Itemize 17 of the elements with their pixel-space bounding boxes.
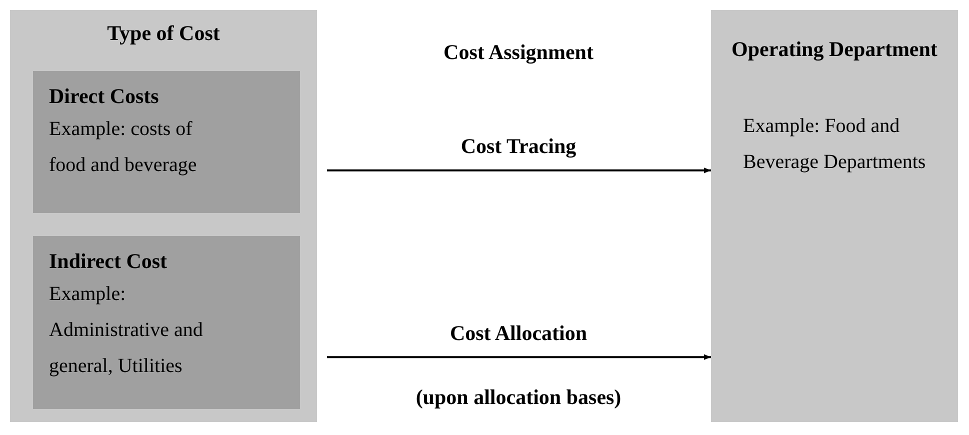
example-text: Example: Administrative and general, Utilities	[49, 282, 204, 379]
heading: Operating Department	[731, 36, 938, 63]
arrow	[327, 168, 711, 174]
edge-label: Cost Tracing	[460, 134, 578, 160]
department-panel	[711, 10, 958, 422]
edge-label: Cost Allocation	[448, 321, 588, 346]
example-text: Example: costs of food and beverage	[49, 117, 198, 178]
arrow	[327, 354, 711, 360]
cost-box	[33, 71, 300, 213]
heading: Direct Costs	[49, 83, 159, 110]
category-panel	[10, 10, 317, 422]
note-label: (upon allocation bases)	[414, 385, 622, 410]
cost-box	[33, 236, 300, 409]
example-text: Example: Food and Beverage Departments	[743, 114, 927, 175]
heading: Indirect Cost	[49, 248, 168, 275]
heading: Type of Cost	[106, 20, 221, 47]
note-label: Cost Assignment	[442, 40, 594, 65]
